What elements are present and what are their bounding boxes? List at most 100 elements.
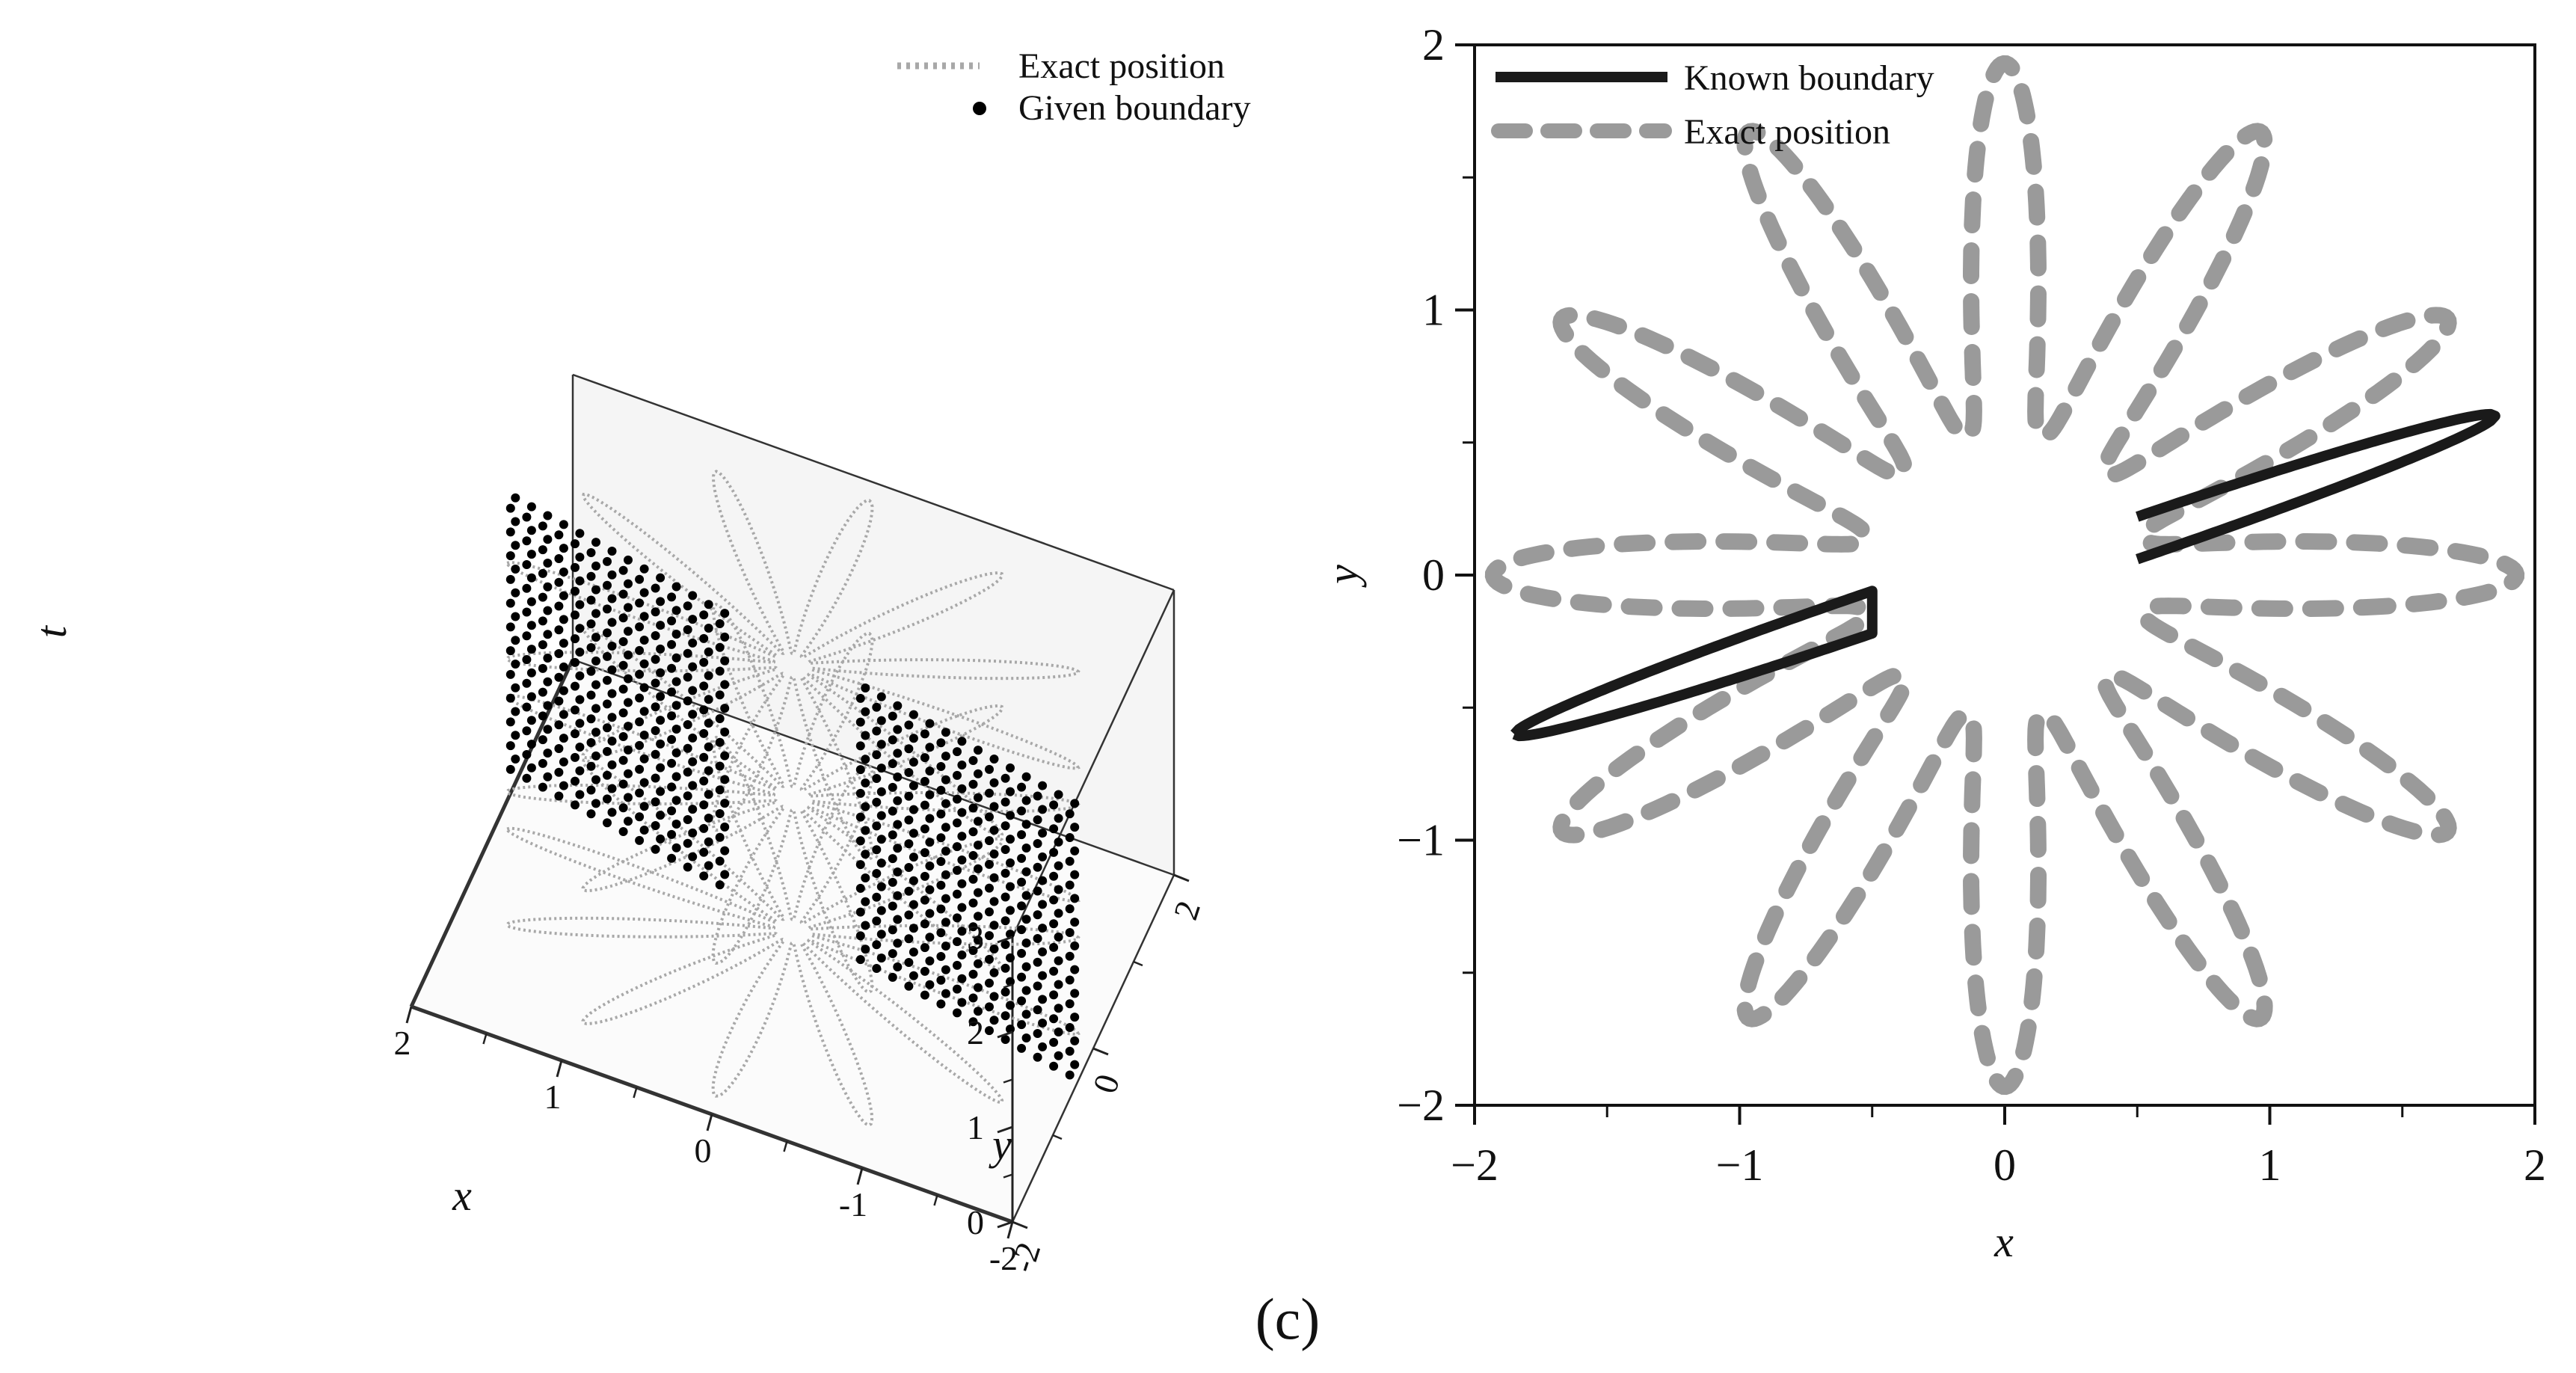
given-boundary-point [1000, 797, 1010, 807]
given-boundary-point [1070, 894, 1080, 903]
x-tick-label-2d: 0 [1994, 1140, 2016, 1190]
legend-3d: Exact position Given boundary [897, 46, 1251, 128]
given-boundary-point [651, 797, 660, 807]
given-boundary-point [704, 600, 713, 609]
given-boundary-point [1049, 990, 1059, 1000]
legend-exact-position-label: Exact position [1018, 46, 1225, 86]
given-boundary-point [511, 755, 520, 764]
given-boundary-point [511, 636, 520, 645]
given-boundary-point [526, 692, 536, 701]
given-boundary-point [1021, 867, 1031, 876]
given-boundary-point [936, 880, 946, 890]
given-boundary-point [909, 876, 918, 885]
given-boundary-point [618, 827, 628, 836]
given-boundary-point [941, 989, 950, 998]
given-boundary-point [651, 726, 660, 735]
given-boundary-point [624, 817, 633, 826]
given-boundary-point [925, 885, 935, 894]
given-boundary-point [603, 580, 612, 590]
given-boundary-point [925, 956, 935, 965]
given-boundary-point [618, 803, 628, 813]
figure-caption: (c) [1255, 1286, 1321, 1351]
given-boundary-point [904, 934, 914, 944]
given-boundary-point [559, 734, 568, 743]
given-boundary-point [603, 675, 612, 685]
given-boundary-point [1038, 829, 1048, 838]
given-boundary-point [861, 873, 870, 882]
given-boundary-point [571, 539, 580, 549]
given-boundary-point [683, 625, 692, 634]
given-boundary-point [591, 799, 600, 808]
given-boundary-point [974, 888, 983, 897]
given-boundary-point [511, 731, 520, 740]
given-boundary-point [639, 707, 649, 716]
given-boundary-point [893, 891, 903, 900]
given-boundary-point [957, 879, 967, 888]
given-boundary-point [957, 903, 967, 912]
given-boundary-point [872, 750, 882, 760]
given-boundary-point [538, 521, 547, 531]
given-boundary-point [920, 800, 929, 810]
given-boundary-point [559, 710, 568, 719]
given-boundary-point [904, 768, 914, 777]
given-boundary-point [1038, 805, 1048, 814]
given-boundary-point [683, 672, 692, 682]
given-boundary-point [904, 720, 914, 730]
given-boundary-point [855, 883, 865, 893]
given-boundary-point [575, 671, 585, 681]
given-boundary-point [893, 962, 903, 971]
given-boundary-point [953, 1008, 962, 1018]
y-tick-label: 0 [1085, 1069, 1127, 1098]
given-boundary-point [635, 622, 645, 632]
given-boundary-point [586, 785, 596, 795]
given-boundary-point [554, 530, 564, 540]
given-boundary-point [909, 781, 918, 790]
given-boundary-point [683, 791, 692, 801]
given-boundary-point [957, 950, 967, 959]
given-boundary-point [505, 503, 515, 513]
given-boundary-point [989, 992, 999, 1001]
given-boundary-point [505, 551, 515, 561]
given-boundary-point [1054, 980, 1063, 989]
given-boundary-point [624, 722, 633, 731]
given-boundary-point [683, 743, 692, 753]
given-boundary-point [936, 952, 946, 961]
given-boundary-point [667, 687, 677, 697]
given-boundary-point [1021, 772, 1031, 781]
given-boundary-point [876, 716, 886, 725]
given-boundary-point [603, 699, 612, 709]
given-boundary-point [1021, 1033, 1031, 1042]
given-boundary-point [720, 846, 730, 856]
exact-position-contour-3d [505, 470, 1080, 861]
given-boundary-point [1006, 1025, 1015, 1034]
y-tick-label-2d: 0 [1422, 550, 1445, 600]
given-boundary-point [904, 791, 914, 801]
given-boundary-point [522, 702, 532, 712]
given-boundary-point [920, 848, 929, 858]
given-boundary-point [968, 922, 978, 932]
given-boundary-point [603, 770, 612, 780]
given-boundary-point [1021, 796, 1031, 805]
given-boundary-point [639, 564, 649, 574]
given-boundary-point [953, 794, 962, 804]
given-boundary-point [522, 726, 532, 736]
given-boundary-point [688, 805, 698, 814]
y-tick [1173, 873, 1190, 882]
given-boundary-point [667, 853, 677, 863]
given-boundary-point [1049, 942, 1059, 952]
given-boundary-point [526, 526, 536, 535]
given-boundary-point [624, 627, 633, 636]
given-boundary-point [720, 680, 730, 689]
given-boundary-point [603, 723, 612, 733]
given-boundary-point [511, 541, 520, 550]
given-boundary-point [957, 927, 967, 936]
given-boundary-point [974, 769, 983, 778]
given-boundary-point [888, 782, 897, 792]
given-boundary-point [861, 755, 870, 764]
given-boundary-point [925, 933, 935, 942]
given-boundary-point [704, 790, 713, 799]
given-boundary-point [559, 615, 568, 624]
x-tick-label: 2 [394, 1024, 411, 1062]
given-boundary-point [683, 767, 692, 777]
